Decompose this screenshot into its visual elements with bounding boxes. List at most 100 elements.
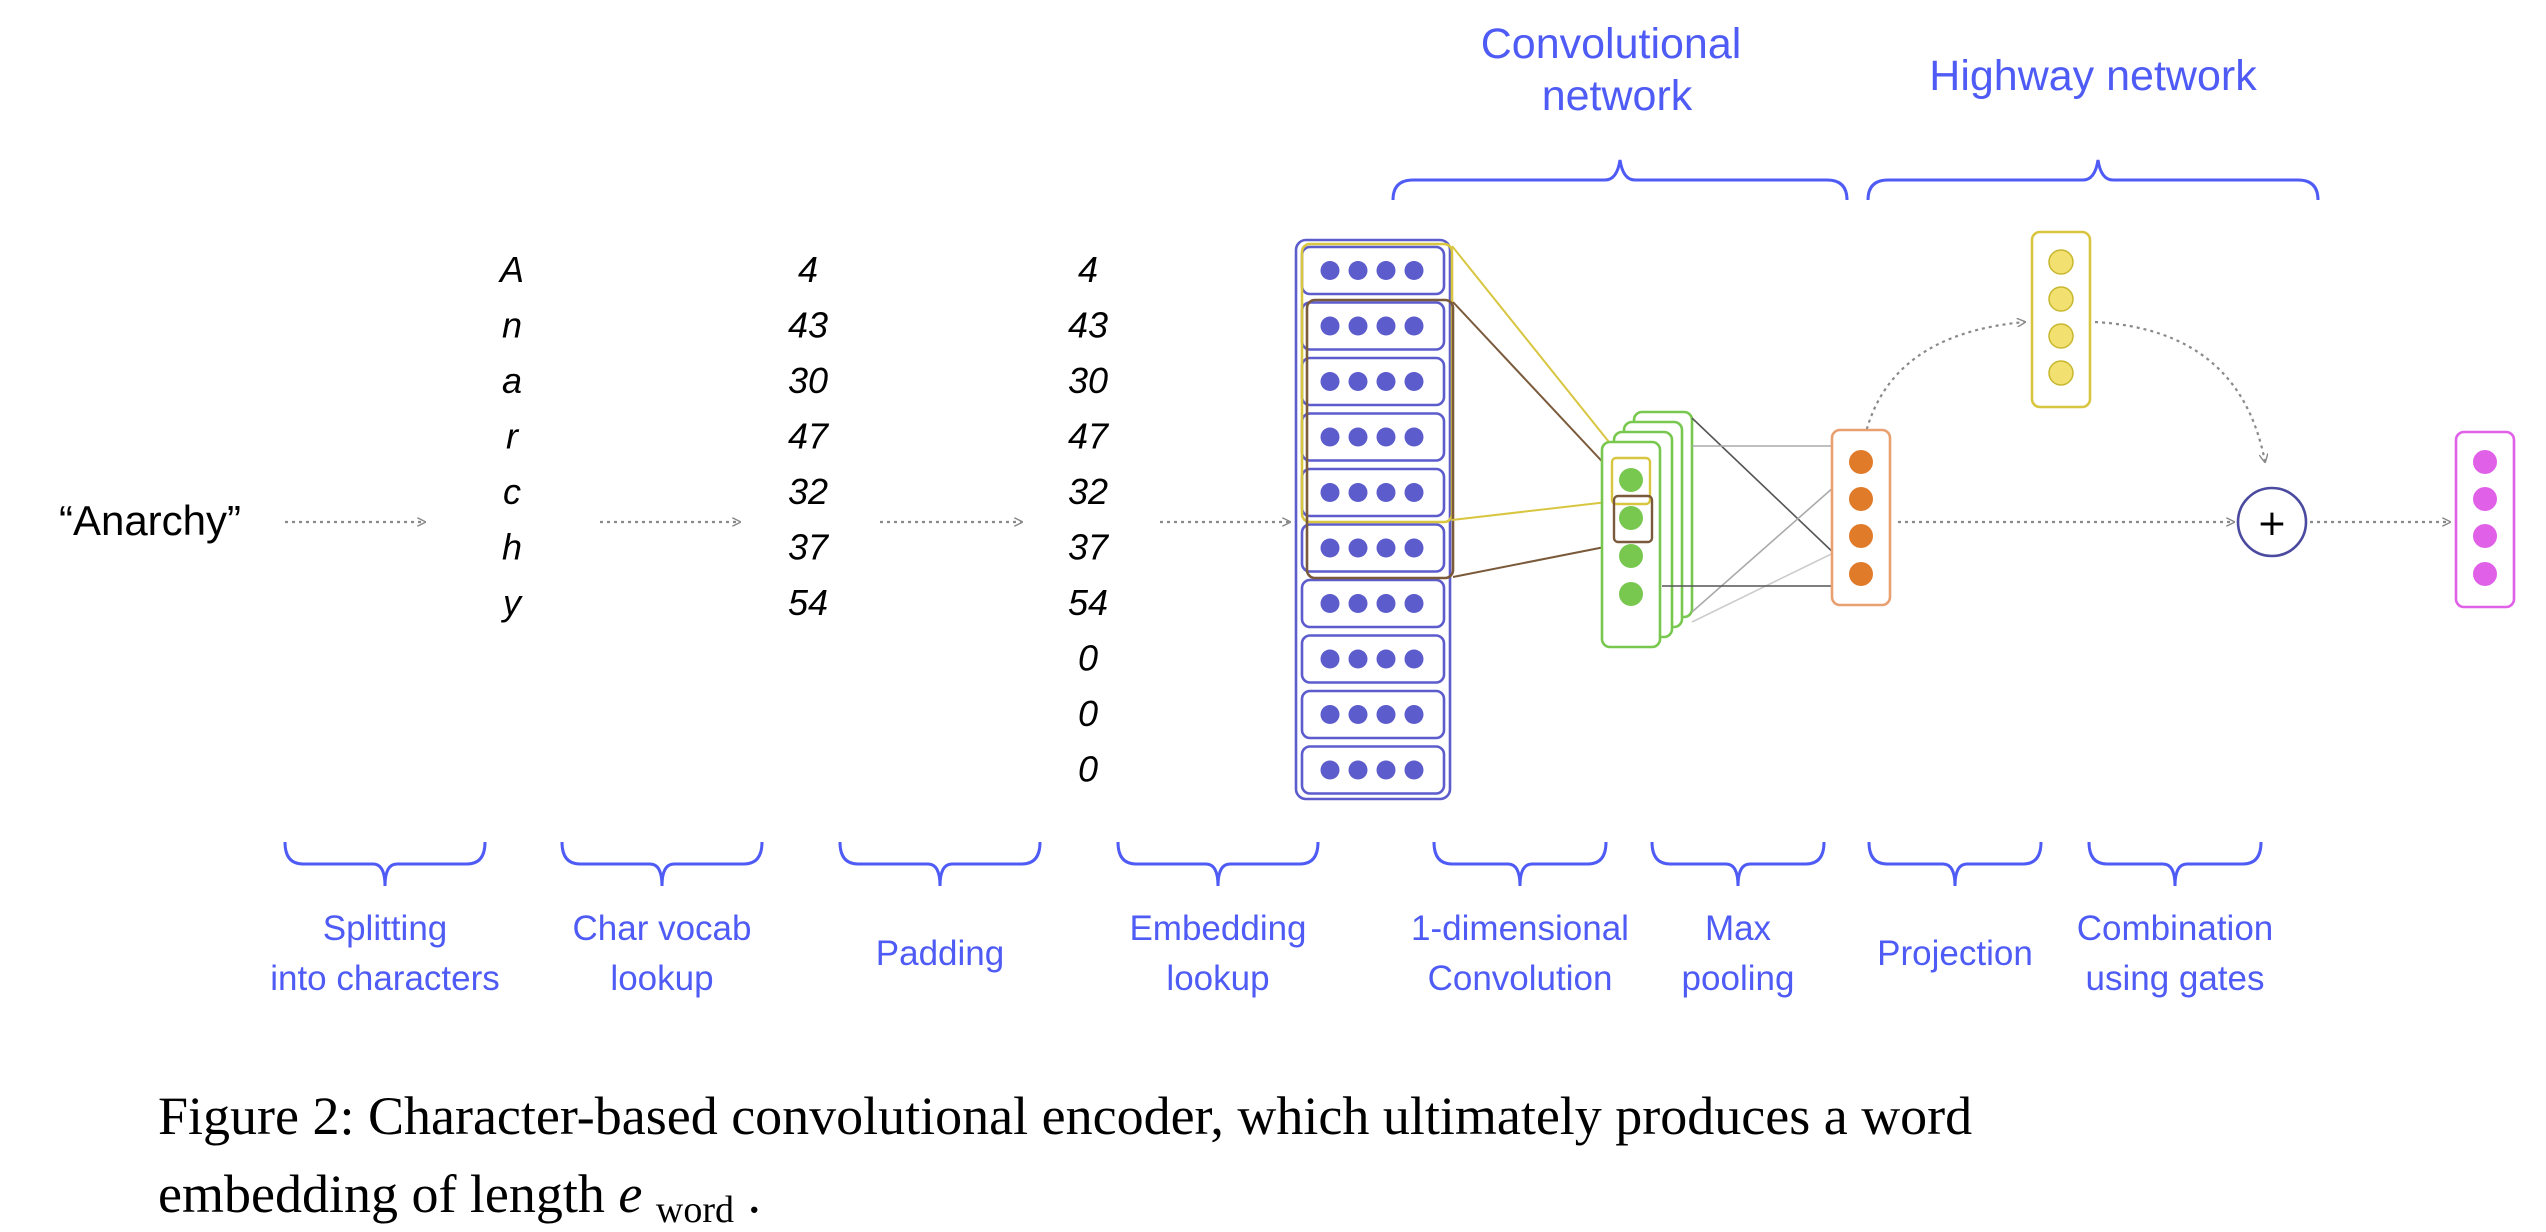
col-padded-value: 47 — [1068, 416, 1110, 457]
arrow-gate-to-sum — [2094, 320, 2265, 462]
caption-prefix: embedding of length — [158, 1164, 618, 1224]
embedding-dot — [1320, 760, 1340, 780]
filter-output-yellow — [1610, 456, 1652, 506]
embedding-row — [1300, 745, 1446, 795]
embedding-dot — [1404, 427, 1424, 447]
col-padded-value: 0 — [1078, 693, 1098, 734]
conv-network-brace — [1391, 159, 1849, 201]
col-padded-value: 32 — [1068, 471, 1108, 512]
col-padded-value: 54 — [1068, 582, 1108, 623]
embedding-dot — [1376, 261, 1396, 280]
gate-box — [2030, 230, 2092, 409]
embedding-dot — [1376, 316, 1396, 336]
output-box — [2454, 430, 2516, 609]
stage-label: Combination using gates — [2077, 909, 2274, 998]
stage-label-line: pooling — [1682, 959, 1795, 998]
embedding-dot — [1348, 705, 1368, 724]
col-padded-value: 37 — [1068, 527, 1110, 568]
stage-brace — [560, 841, 764, 887]
projection-node — [1849, 450, 1873, 474]
gate-node — [2048, 323, 2074, 349]
stage-label: Padding — [876, 934, 1004, 973]
projection-node — [1849, 487, 1873, 511]
stage-label: Char vocab lookup — [573, 909, 752, 998]
stage-label-line: using gates — [2085, 959, 2264, 998]
projection-box — [1830, 428, 1892, 607]
embedding-dot — [1348, 372, 1368, 391]
stage-label-line: Projection — [1877, 934, 2033, 973]
embedding-dot — [1348, 538, 1368, 558]
col-ids-value: 54 — [788, 582, 828, 623]
output-vector — [2454, 430, 2516, 609]
col-chars-value: A — [498, 249, 524, 290]
embedding-dot — [1348, 261, 1368, 280]
col-padded-value: 30 — [1068, 360, 1108, 401]
conv-network-label: Convolutional network — [1481, 20, 1754, 120]
highway-network-label: Highway network — [1929, 52, 2257, 100]
col-ids-value: 4 — [798, 249, 818, 290]
embedding-dot — [1404, 483, 1424, 502]
embedding-dot — [1376, 372, 1396, 391]
embedding-row — [1300, 689, 1446, 740]
embedding-dot — [1320, 372, 1340, 391]
stage-brace — [2087, 841, 2263, 887]
feature-node — [1619, 468, 1643, 492]
stage-label-line: 1-dimensional — [1411, 909, 1629, 948]
embedding-dot — [1404, 372, 1424, 391]
stage-braces — [283, 841, 2263, 887]
output-node — [2473, 487, 2497, 511]
embedding-dot — [1404, 594, 1424, 613]
stage-label-line: Combination — [2077, 909, 2274, 948]
conv-feature-maps — [1600, 410, 1694, 649]
embedding-dot — [1404, 316, 1424, 336]
caption-symbol: e — [618, 1164, 642, 1224]
top-braces — [1391, 159, 2320, 201]
stage-label-line: Splitting — [323, 909, 448, 948]
gate-node — [2048, 249, 2074, 275]
projection-node — [1849, 524, 1873, 548]
embedding-dot — [1404, 649, 1424, 669]
sum-node: + — [2236, 486, 2308, 558]
plus-symbol: + — [2257, 503, 2287, 544]
figure-caption-line1: Figure 2: Character-based convolutional … — [158, 1086, 1972, 1146]
stage-label-line: Embedding — [1129, 909, 1306, 948]
arrow-to-gate — [1863, 322, 2025, 437]
figure-caption-line2: embedding of length e word . — [158, 1164, 761, 1232]
col-chars-value: c — [503, 471, 521, 512]
stage-label-line: lookup — [610, 959, 713, 998]
embedding-dot — [1376, 538, 1396, 558]
filter-output-brown — [1612, 494, 1654, 544]
caption-suffix: . — [747, 1164, 761, 1224]
characters-column: Anarchy — [498, 249, 524, 623]
embedding-dot — [1404, 760, 1424, 780]
embedding-dot — [1376, 705, 1396, 724]
embedding-dot — [1320, 649, 1340, 669]
col-chars-value: y — [500, 582, 523, 623]
col-ids-value: 37 — [788, 527, 830, 568]
embedding-dot — [1320, 261, 1340, 280]
col-padded-value: 43 — [1068, 305, 1108, 346]
stage-brace — [1867, 841, 2043, 887]
col-ids-value: 32 — [788, 471, 828, 512]
filter-line-yellow-bottom — [1451, 499, 1626, 521]
col-chars-value: r — [506, 416, 520, 457]
stage-label-line: Char vocab — [573, 909, 752, 948]
output-node — [2473, 450, 2497, 474]
col-ids-value: 47 — [788, 416, 830, 457]
col-chars-value: a — [502, 360, 522, 401]
highway-paths — [1863, 320, 2450, 522]
embedding-dot — [1348, 594, 1368, 613]
embedding-dot — [1320, 483, 1340, 502]
col-ids-value: 30 — [788, 360, 828, 401]
projection-vector — [1830, 428, 1892, 607]
embedding-dot — [1376, 427, 1396, 447]
embedding-row — [1300, 523, 1446, 573]
embedding-dot — [1348, 316, 1368, 336]
gate-vector — [2030, 230, 2092, 409]
